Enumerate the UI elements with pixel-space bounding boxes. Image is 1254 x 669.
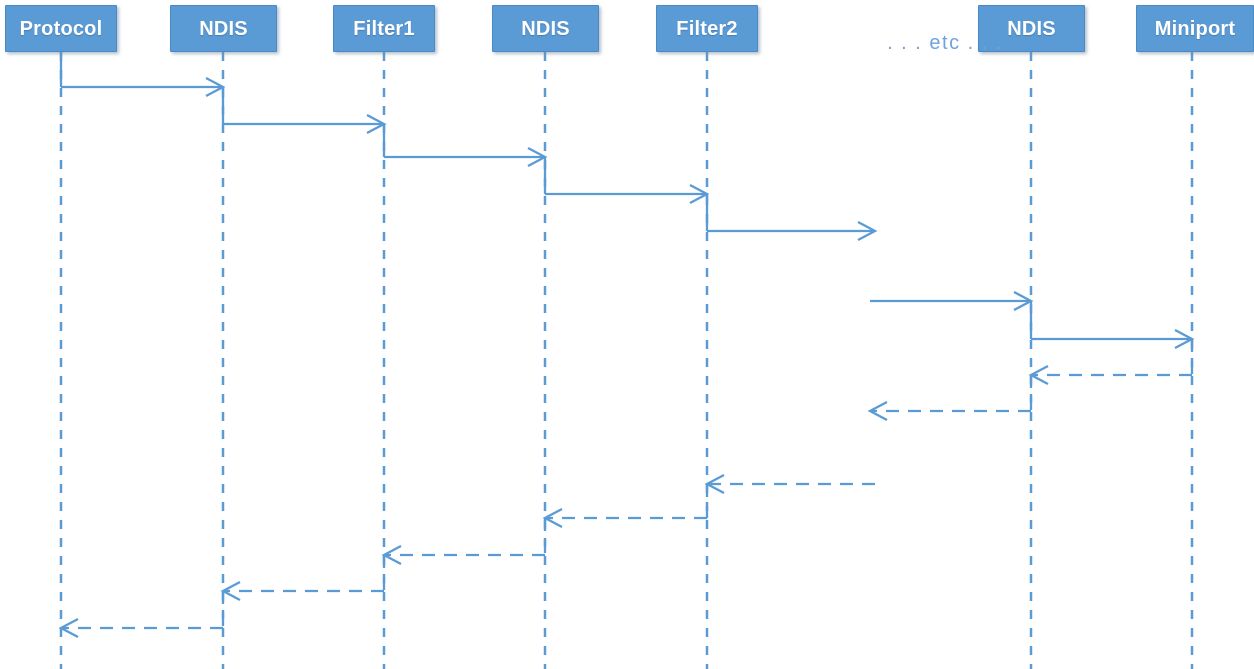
participant-label-ndis2: NDIS xyxy=(521,17,570,40)
message-m3[interactable] xyxy=(382,124,548,168)
message-m2[interactable] xyxy=(221,87,387,135)
message-m4[interactable] xyxy=(543,157,710,205)
etc-ellipsis-label: . . . etc . . . xyxy=(887,31,1003,54)
participant-label-protocol: Protocol xyxy=(19,17,103,40)
message-r5[interactable] xyxy=(381,518,547,566)
message-r3[interactable] xyxy=(704,473,875,495)
messages-group xyxy=(58,52,1195,639)
message-r4[interactable] xyxy=(542,484,709,529)
participant-label-filter2: Filter2 xyxy=(676,17,738,40)
participant-box-miniport[interactable]: Miniport xyxy=(1136,5,1254,52)
participant-box-ndis1[interactable]: NDIS xyxy=(170,5,277,52)
message-arrowhead-r2 xyxy=(867,400,888,422)
participant-label-filter1: Filter1 xyxy=(353,17,415,40)
message-m1[interactable] xyxy=(59,52,226,98)
participant-box-protocol[interactable]: Protocol xyxy=(5,5,117,52)
participant-label-ndis1: NDIS xyxy=(199,17,248,40)
message-arrowhead-r7 xyxy=(58,617,79,639)
lifelines-group xyxy=(59,52,1194,669)
participant-box-ndis2[interactable]: NDIS xyxy=(492,5,599,52)
participant-label-ndis3: NDIS xyxy=(1007,17,1056,40)
message-r1[interactable] xyxy=(1028,339,1194,386)
participant-box-filter2[interactable]: Filter2 xyxy=(656,5,758,52)
message-r7[interactable] xyxy=(58,591,225,639)
participant-label-miniport: Miniport xyxy=(1154,17,1236,40)
message-r6[interactable] xyxy=(220,555,386,602)
participant-box-filter1[interactable]: Filter1 xyxy=(333,5,435,52)
participant-box-ndis3[interactable]: NDIS xyxy=(978,5,1085,52)
message-arrowhead-m5 xyxy=(857,220,878,242)
message-m5[interactable] xyxy=(705,194,878,242)
message-m7[interactable] xyxy=(1029,301,1195,350)
message-m6[interactable] xyxy=(870,290,1034,312)
message-r2[interactable] xyxy=(867,375,1033,422)
